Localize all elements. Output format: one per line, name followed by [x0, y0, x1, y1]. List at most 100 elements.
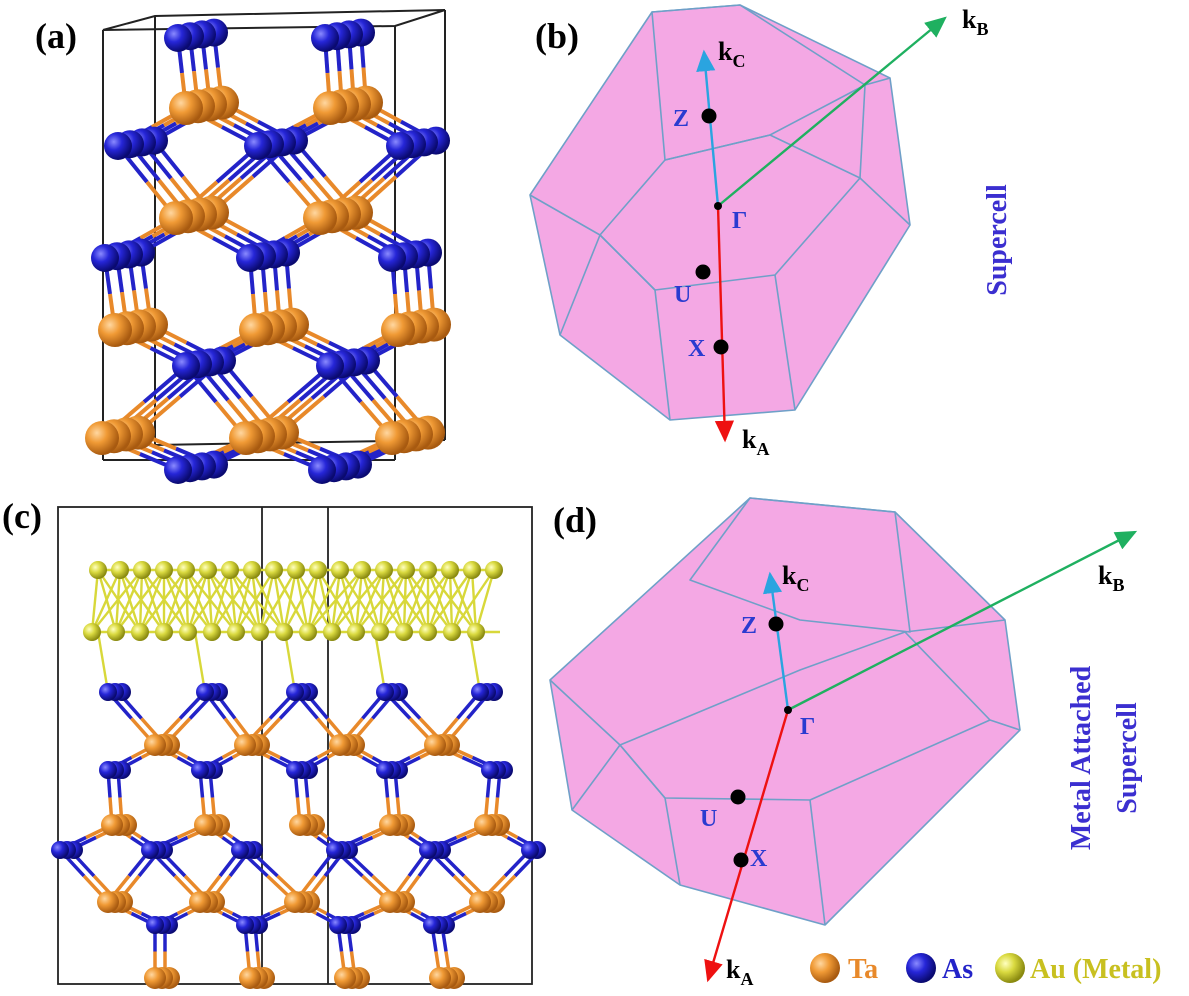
- au-atom: [243, 561, 261, 579]
- bond: [282, 569, 298, 633]
- panel-d-brillouin-zone: Z Γ U X kC kB kA Metal Attached Supercel…: [549, 497, 1143, 989]
- bond: [426, 569, 452, 633]
- ta-atom: [85, 421, 119, 455]
- bond: [307, 569, 363, 633]
- as-atom: [191, 761, 209, 779]
- panel-label-a: (a): [35, 16, 77, 56]
- gamma-point-label: Γ: [732, 208, 747, 234]
- supercell-caption: Supercell: [1112, 702, 1143, 814]
- bond: [450, 569, 474, 633]
- bond: [468, 631, 482, 693]
- as-atom: [376, 683, 394, 701]
- gamma-point-marker: [784, 706, 792, 714]
- au-atom: [221, 561, 239, 579]
- bond: [115, 569, 165, 633]
- as-atom: [99, 761, 117, 779]
- bond: [330, 569, 364, 633]
- as-atom: [308, 456, 336, 484]
- bond: [193, 631, 207, 693]
- u-point-label: U: [700, 806, 717, 832]
- ta-atom: [239, 967, 261, 989]
- au-atom: [323, 623, 341, 641]
- ta-atom: [101, 814, 123, 836]
- ta-atom: [329, 734, 351, 756]
- bond: [331, 569, 385, 633]
- as-atom: [231, 841, 249, 859]
- as-atom: [326, 841, 344, 859]
- au-atom: [155, 623, 173, 641]
- ta-atom: [189, 891, 211, 913]
- au-atom: [419, 623, 437, 641]
- au-legend-label: Au (Metal): [1030, 954, 1161, 985]
- bond: [90, 569, 122, 633]
- k-b-axis-arrow: [717, 16, 947, 207]
- bond: [96, 631, 110, 693]
- k-a-axis-arrow: [714, 205, 735, 443]
- bond: [210, 569, 232, 633]
- bond: [402, 569, 430, 633]
- z-point-label: Z: [741, 613, 757, 639]
- bond: [138, 569, 166, 633]
- x-point-marker: [713, 339, 729, 355]
- au-atom: [419, 561, 437, 579]
- as-atom: [316, 352, 344, 380]
- au-atom: [331, 561, 349, 579]
- bond: [306, 569, 320, 633]
- as-atom: [164, 24, 192, 52]
- bond: [355, 569, 407, 633]
- as-legend-swatch: [906, 953, 936, 983]
- panel-label-c: (c): [2, 496, 42, 536]
- as-atom: [51, 841, 69, 859]
- au-atom: [131, 623, 149, 641]
- bond: [373, 631, 387, 693]
- as-atom: [386, 132, 414, 160]
- bond: [139, 569, 187, 633]
- panel-label-d: (d): [553, 500, 597, 540]
- au-atom: [395, 623, 413, 641]
- au-atom: [275, 623, 293, 641]
- as-atom: [146, 916, 164, 934]
- ta-atom: [313, 91, 347, 125]
- k-c-axis-arrow: [763, 571, 790, 711]
- au-atom: [287, 561, 305, 579]
- bond: [379, 569, 429, 633]
- au-atom: [397, 561, 415, 579]
- k-a-axis-arrow: [704, 709, 790, 983]
- ta-atom: [289, 814, 311, 836]
- au-atom: [299, 623, 317, 641]
- k-c-axis-label: kC: [718, 37, 745, 71]
- ta-atom: [229, 421, 263, 455]
- bond: [354, 569, 386, 633]
- as-atom: [423, 916, 441, 934]
- as-atom: [196, 683, 214, 701]
- bond: [186, 569, 210, 633]
- ta-atom: [234, 734, 256, 756]
- as-atom: [471, 683, 489, 701]
- panel-b-brillouin-zone: Z Γ U X kC kB kA Supercell: [529, 4, 1013, 459]
- ta-atom: [381, 313, 415, 347]
- bond: [187, 569, 231, 633]
- bond: [474, 569, 496, 633]
- ta-atom: [469, 891, 491, 913]
- au-atom: [467, 623, 485, 641]
- au-atom: [133, 561, 151, 579]
- au-atom: [265, 561, 283, 579]
- as-atom: [141, 841, 159, 859]
- u-point-marker: [730, 789, 746, 805]
- bond: [114, 569, 144, 633]
- bond: [163, 569, 209, 633]
- u-point-label: U: [674, 282, 691, 308]
- au-atom: [199, 561, 217, 579]
- bond: [427, 569, 473, 633]
- as-atom: [521, 841, 539, 859]
- ta-atom: [379, 814, 401, 836]
- x-point-label: X: [750, 846, 768, 872]
- au-atom: [107, 623, 125, 641]
- panel-c-metal-attached-structure: [51, 506, 546, 989]
- ta-atom: [194, 814, 216, 836]
- au-atom: [111, 561, 129, 579]
- bond: [451, 569, 495, 633]
- ta-atom: [144, 967, 166, 989]
- ta-atom: [375, 421, 409, 455]
